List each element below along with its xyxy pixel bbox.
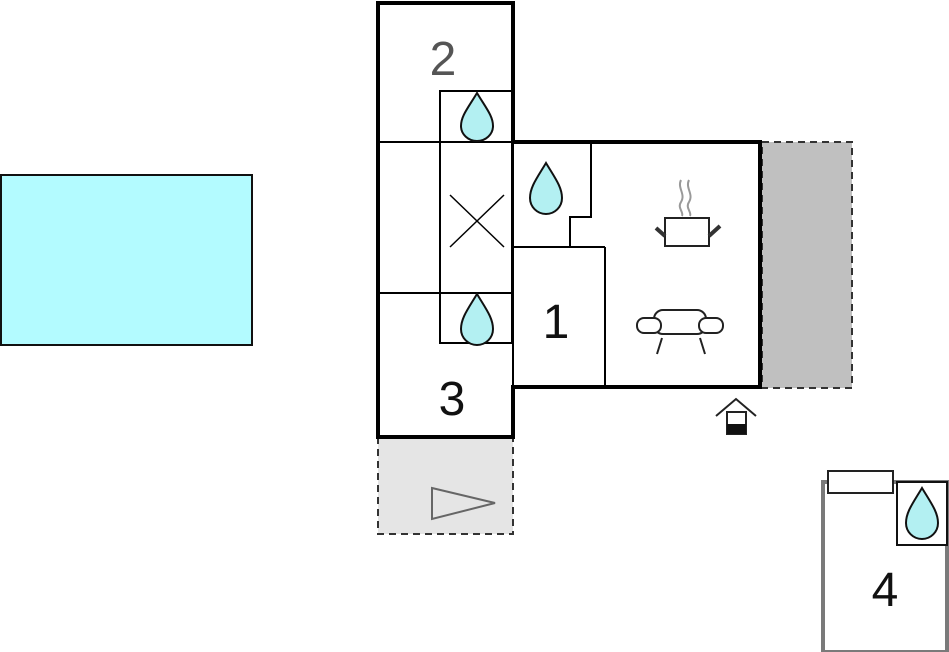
direction-triangle-icon — [431, 486, 496, 521]
water-drop-icon — [904, 486, 940, 540]
water-drop-icon — [528, 161, 564, 215]
room-label-4: 4 — [872, 564, 899, 617]
water-drop-icon — [459, 91, 495, 142]
room-label-1: 1 — [543, 296, 570, 349]
building-outline — [376, 1, 762, 439]
stairs-cross-icon — [449, 194, 505, 248]
bed-pillow-icon — [827, 470, 894, 494]
pool-area — [0, 174, 253, 346]
patio-area — [377, 437, 514, 535]
kitchen-pot-icon — [654, 179, 722, 247]
entrance-icon — [715, 397, 757, 435]
terrace-area — [761, 141, 853, 389]
room-label-2: 2 — [430, 33, 457, 86]
water-drop-icon — [459, 292, 495, 346]
room-label-3: 3 — [439, 373, 466, 426]
interior-walls — [378, 90, 606, 387]
sofa-icon — [636, 309, 724, 355]
